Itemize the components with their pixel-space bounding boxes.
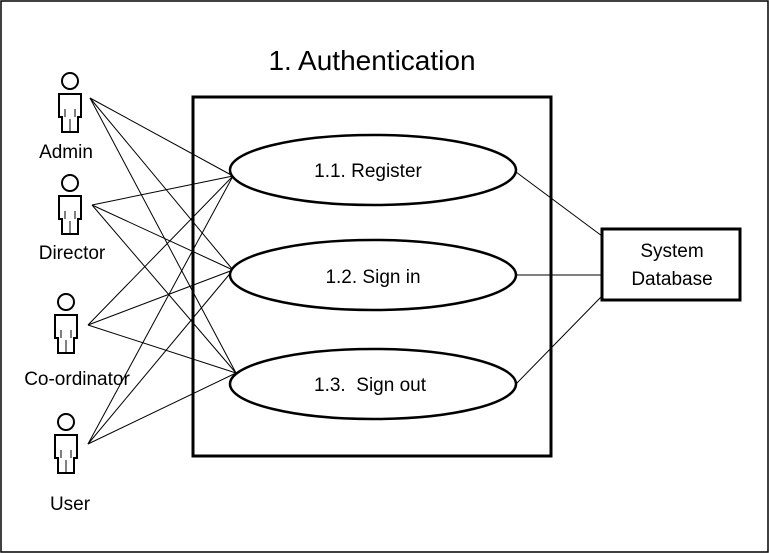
actor-admin[interactable]: Admin [39, 72, 93, 163]
actor-director[interactable]: Director [39, 174, 106, 264]
actor-user-label: User [50, 494, 91, 515]
use-case-sign-in[interactable]: 1.2. Sign in [228, 238, 518, 312]
connections [87, 97, 603, 445]
actor-director-label: Director [39, 243, 106, 264]
association-user-register [87, 175, 234, 445]
association-director-signout [91, 204, 237, 374]
association-admin-signout [89, 97, 237, 374]
association-admin-signin [89, 97, 234, 271]
actor-director-icon [58, 174, 82, 235]
actor-coordinator[interactable]: Co-ordinator [24, 293, 130, 390]
association-user-signout [87, 372, 237, 445]
association-director-register [91, 175, 234, 206]
diagram-title: 1. Authentication [268, 45, 475, 76]
actor-admin-icon [58, 72, 82, 133]
system-database-line1: System [640, 241, 703, 262]
association-coordinator-signin [87, 269, 234, 326]
association-signout-database [515, 295, 603, 385]
association-admin-register [89, 97, 234, 177]
association-register-database [515, 171, 603, 237]
use-case-sign-out[interactable]: 1.3. Sign out [228, 347, 518, 421]
use-case-sign-in-label: 1.2. Sign in [325, 267, 420, 288]
use-case-register[interactable]: 1.1. Register [228, 133, 518, 207]
actor-admin-label: Admin [39, 142, 93, 163]
system-database-line2: Database [631, 269, 712, 290]
system-boundary [191, 95, 553, 458]
system-database-box[interactable]: System Database [600, 227, 742, 302]
association-user-signin [87, 269, 234, 445]
actor-coordinator-icon [54, 293, 78, 354]
association-director-signin [91, 204, 234, 271]
actor-user[interactable]: User [50, 413, 91, 515]
use-case-sign-out-label: 1.3. Sign out [314, 375, 427, 396]
actor-user-icon [54, 413, 78, 474]
association-coordinator-register [87, 175, 234, 326]
association-coordinator-signout [87, 324, 237, 374]
actor-coordinator-label: Co-ordinator [24, 369, 130, 390]
use-case-register-label: 1.1. Register [314, 161, 422, 182]
